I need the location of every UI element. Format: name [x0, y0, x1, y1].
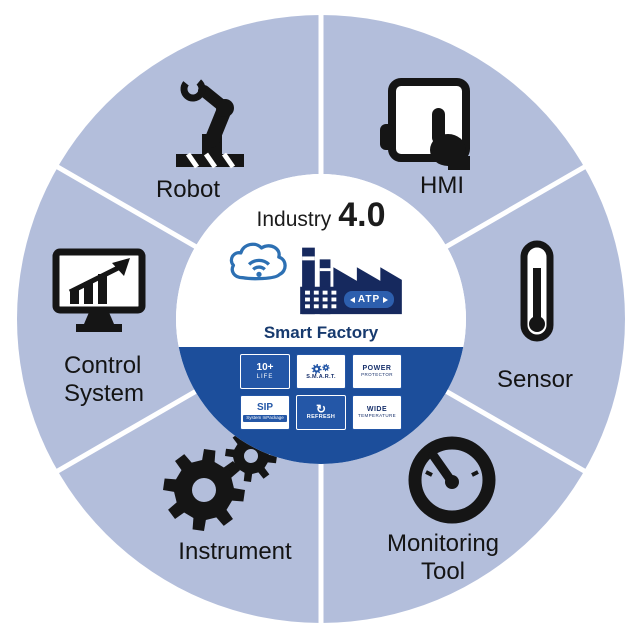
segment-label-instrument: Instrument [178, 538, 292, 565]
badge-sip: SIP System InPackage [240, 395, 290, 430]
segment-label-control-system: Control System [64, 352, 145, 407]
cloud-wifi-icon [226, 236, 292, 293]
industry-word: Industry [256, 208, 332, 231]
segment-label-monitoring-tool: Monitoring Tool [386, 530, 500, 585]
atp-right-arrow-icon [383, 296, 389, 303]
robot-arm-icon [158, 70, 268, 175]
badge-wide-temperature: WIDE TEMPERATURE [352, 395, 402, 430]
atp-left-arrow-icon [349, 296, 355, 303]
segment-label-robot: Robot [155, 176, 221, 203]
smart-factory-label: Smart Factory [263, 323, 379, 342]
badge-life: 10+ LIFE [240, 354, 290, 389]
atp-badge: ATP [344, 291, 394, 308]
center-circle: Industry 4.0 [176, 174, 466, 464]
control-system-monitor-icon [48, 246, 152, 347]
hmi-hand-tablet-icon [376, 74, 480, 179]
badge-smart: S.M.A.R.T. [296, 354, 346, 389]
atp-label: ATP [357, 294, 381, 305]
industry-40-title: Industry 4.0 [176, 196, 466, 235]
smart-factory-icon [292, 232, 410, 325]
badge-refresh: ↻ REFRESH [296, 395, 346, 430]
refresh-icon: ↻ [315, 402, 327, 417]
badge-power-protector: POWER PROTECTOR [352, 354, 402, 389]
industry-version: 4.0 [338, 196, 386, 234]
mini-gears-icon [311, 363, 330, 374]
segment-label-hmi: HMI [420, 172, 464, 199]
feature-badge-panel: 10+ LIFE S.M.A.R.T. POWER PROTECTOR [176, 347, 466, 464]
sensor-thermometer-icon [516, 238, 558, 355]
segment-label-sensor: Sensor [496, 366, 574, 393]
